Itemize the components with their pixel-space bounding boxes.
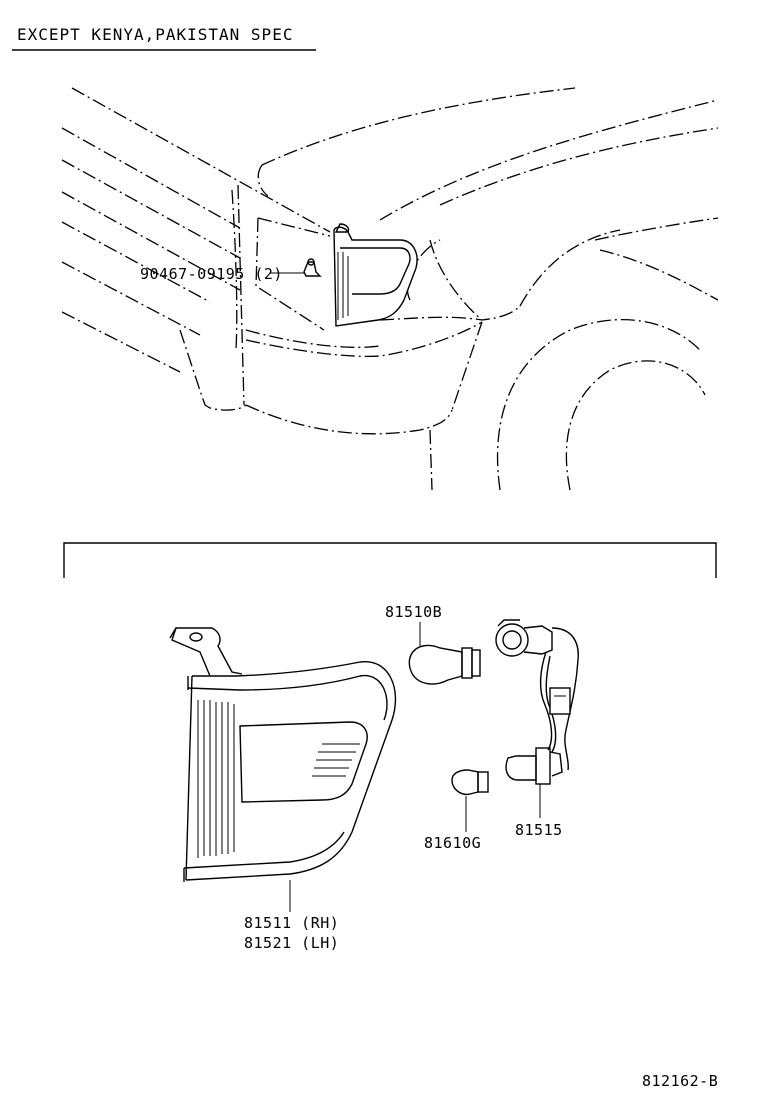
part-label-clip: 90467-09195 (2) (140, 265, 283, 283)
part-label-socket-wire: 81515 (515, 821, 563, 839)
part-label-lamp-rh: 81511 (RH) (244, 914, 340, 932)
vehicle-front-outline (61, 87, 719, 491)
lamp-assembly-icon (169, 627, 397, 912)
part-label-bulb-small: 81610G (424, 834, 482, 852)
bulb-large-icon (408, 622, 481, 685)
socket-wire-icon (495, 619, 579, 818)
header-title: EXCEPT KENYA,PAKISTAN SPEC (17, 25, 294, 44)
section-bracket (63, 542, 717, 578)
footer-code: 812162-B (642, 1072, 719, 1090)
bulb-small-icon (451, 769, 489, 832)
part-label-bulb-large: 81510B (385, 603, 443, 621)
part-label-lamp-lh: 81521 (LH) (244, 934, 340, 952)
installed-corner-lamp (333, 223, 418, 327)
clip-icon (270, 258, 322, 277)
